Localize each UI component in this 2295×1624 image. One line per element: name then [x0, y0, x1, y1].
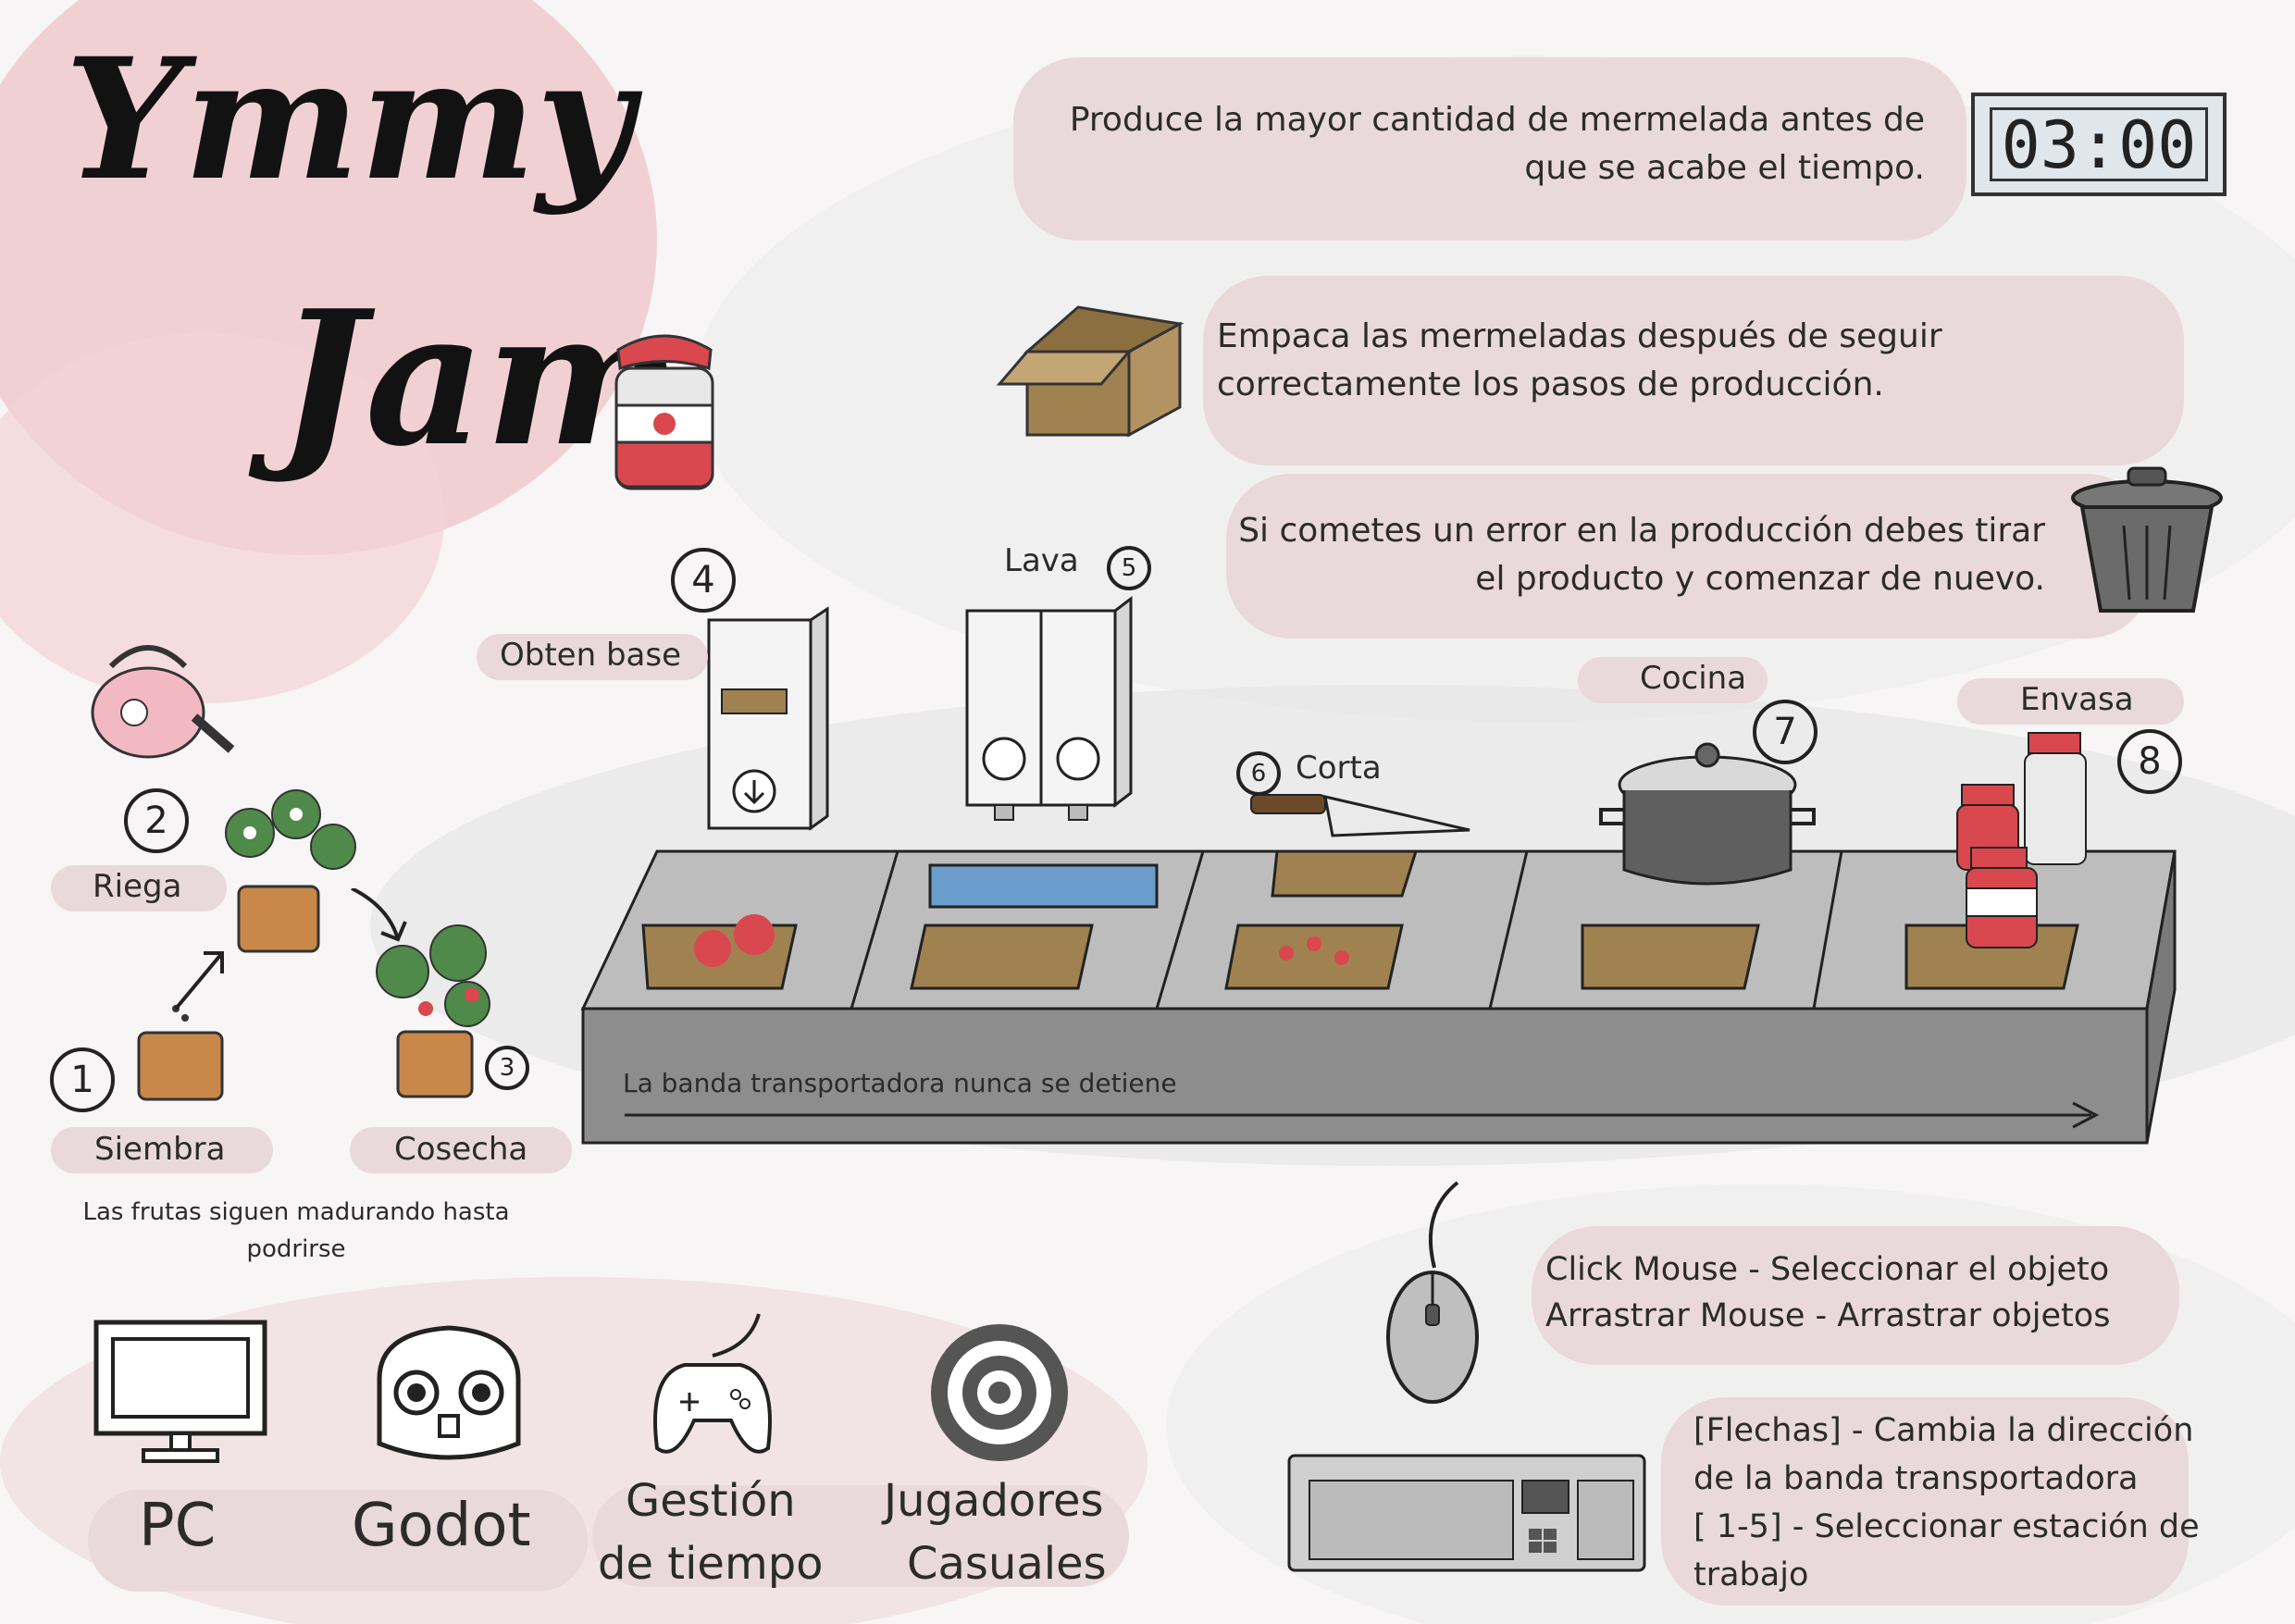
step-7-pill — [1578, 657, 1768, 703]
seed-pot-icon — [137, 1005, 224, 1101]
genre-pill — [592, 1485, 1129, 1587]
step-2-pill — [51, 865, 227, 911]
mouse-controls-pill — [1532, 1226, 2179, 1365]
step-2-number: 2 — [124, 788, 189, 853]
audience-label-line1: Jugadores — [884, 1475, 1104, 1527]
timer-value: 03:00 — [1990, 107, 2208, 181]
conveyor-note: La banda transportadora nunca se detiene — [623, 1068, 1177, 1098]
step-3-label: Cosecha — [394, 1131, 528, 1168]
pack-pill — [1203, 276, 2184, 465]
step-2-label: Riega — [93, 868, 182, 905]
platform-label: PC — [139, 1492, 217, 1560]
keyboard-control-3: [ 1-5] - Seleccionar estación de — [1693, 1508, 2200, 1545]
conveyor-belt — [580, 849, 2177, 1145]
step-5-number: 5 — [1107, 546, 1151, 590]
step-4-label: Obten base — [500, 637, 681, 674]
step-4-pill — [477, 634, 708, 680]
trash-can-icon — [2071, 466, 2223, 613]
step-8-pill — [1957, 678, 2184, 725]
step-4-number: 4 — [671, 548, 736, 613]
platform-pill — [88, 1490, 588, 1592]
keyboard-control-2: de la banda transportadora — [1693, 1460, 2139, 1497]
watering-can-icon — [91, 645, 235, 759]
timer-display: 03:00 — [1971, 93, 2227, 196]
pack-text: Empaca las mermeladas después de seguir … — [1217, 317, 1942, 403]
step-8-label: Envasa — [2020, 681, 2134, 718]
step-5-label: Lava — [1004, 542, 1079, 579]
step-6-label: Corta — [1296, 750, 1382, 787]
watered-plant-icon — [225, 789, 356, 953]
step-7-number: 7 — [1753, 700, 1817, 764]
step-3-pill — [350, 1127, 572, 1173]
jam-jar-icon — [614, 334, 714, 490]
base-dispenser-icon — [707, 606, 829, 831]
audience-label-line2: Casuales — [907, 1538, 1107, 1590]
keyboard-icon — [1287, 1454, 1646, 1572]
game-title-line2: Jam — [278, 270, 681, 488]
target-icon — [931, 1324, 1068, 1461]
godot-logo-icon — [377, 1325, 521, 1460]
step-3-number: 3 — [485, 1046, 529, 1090]
game-title-line1: Ymmy — [65, 22, 634, 217]
growth-arrows — [174, 888, 407, 1010]
error-pill — [1226, 474, 2152, 638]
keyboard-control-4: trabajo — [1693, 1556, 1809, 1593]
step-1-pill — [51, 1127, 273, 1173]
gamepad-icon — [653, 1313, 772, 1454]
keyboard-control-1: [Flechas] - Cambia la dirección — [1693, 1412, 2194, 1449]
step-6-number: 6 — [1236, 751, 1281, 796]
mouse-control-2: Arrastrar Mouse - Arrastrar objetos — [1545, 1297, 2111, 1334]
harvest-plant-icon — [376, 924, 490, 1098]
goal-text: Produce la mayor cantidad de mermelada a… — [1069, 101, 1925, 187]
genre-label-line2: de tiempo — [598, 1538, 824, 1590]
mouse-control-1: Click Mouse - Seleccionar el objeto — [1545, 1251, 2110, 1288]
knife-icon — [1250, 794, 1470, 837]
step-8-number: 8 — [2117, 729, 2182, 794]
error-text: Si cometes un error en la producción deb… — [1238, 512, 2045, 598]
step-1-number: 1 — [50, 1048, 115, 1112]
box-icon — [996, 305, 1185, 438]
goal-pill — [1013, 57, 1966, 241]
washer-icon — [965, 595, 1133, 821]
fruit-note: Las frutas siguen madurando hasta podrir… — [82, 1198, 510, 1263]
engine-label: Godot — [352, 1492, 531, 1560]
monitor-icon — [93, 1320, 267, 1463]
jam-jars-icon — [1956, 732, 2087, 948]
step-7-label: Cocina — [1640, 660, 1747, 697]
cooking-pot-icon — [1599, 742, 1816, 886]
keyboard-controls-pill — [1661, 1397, 2189, 1605]
mouse-icon — [1386, 1181, 1479, 1404]
genre-label-line1: Gestión — [626, 1475, 796, 1527]
step-1-label: Siembra — [94, 1131, 226, 1168]
